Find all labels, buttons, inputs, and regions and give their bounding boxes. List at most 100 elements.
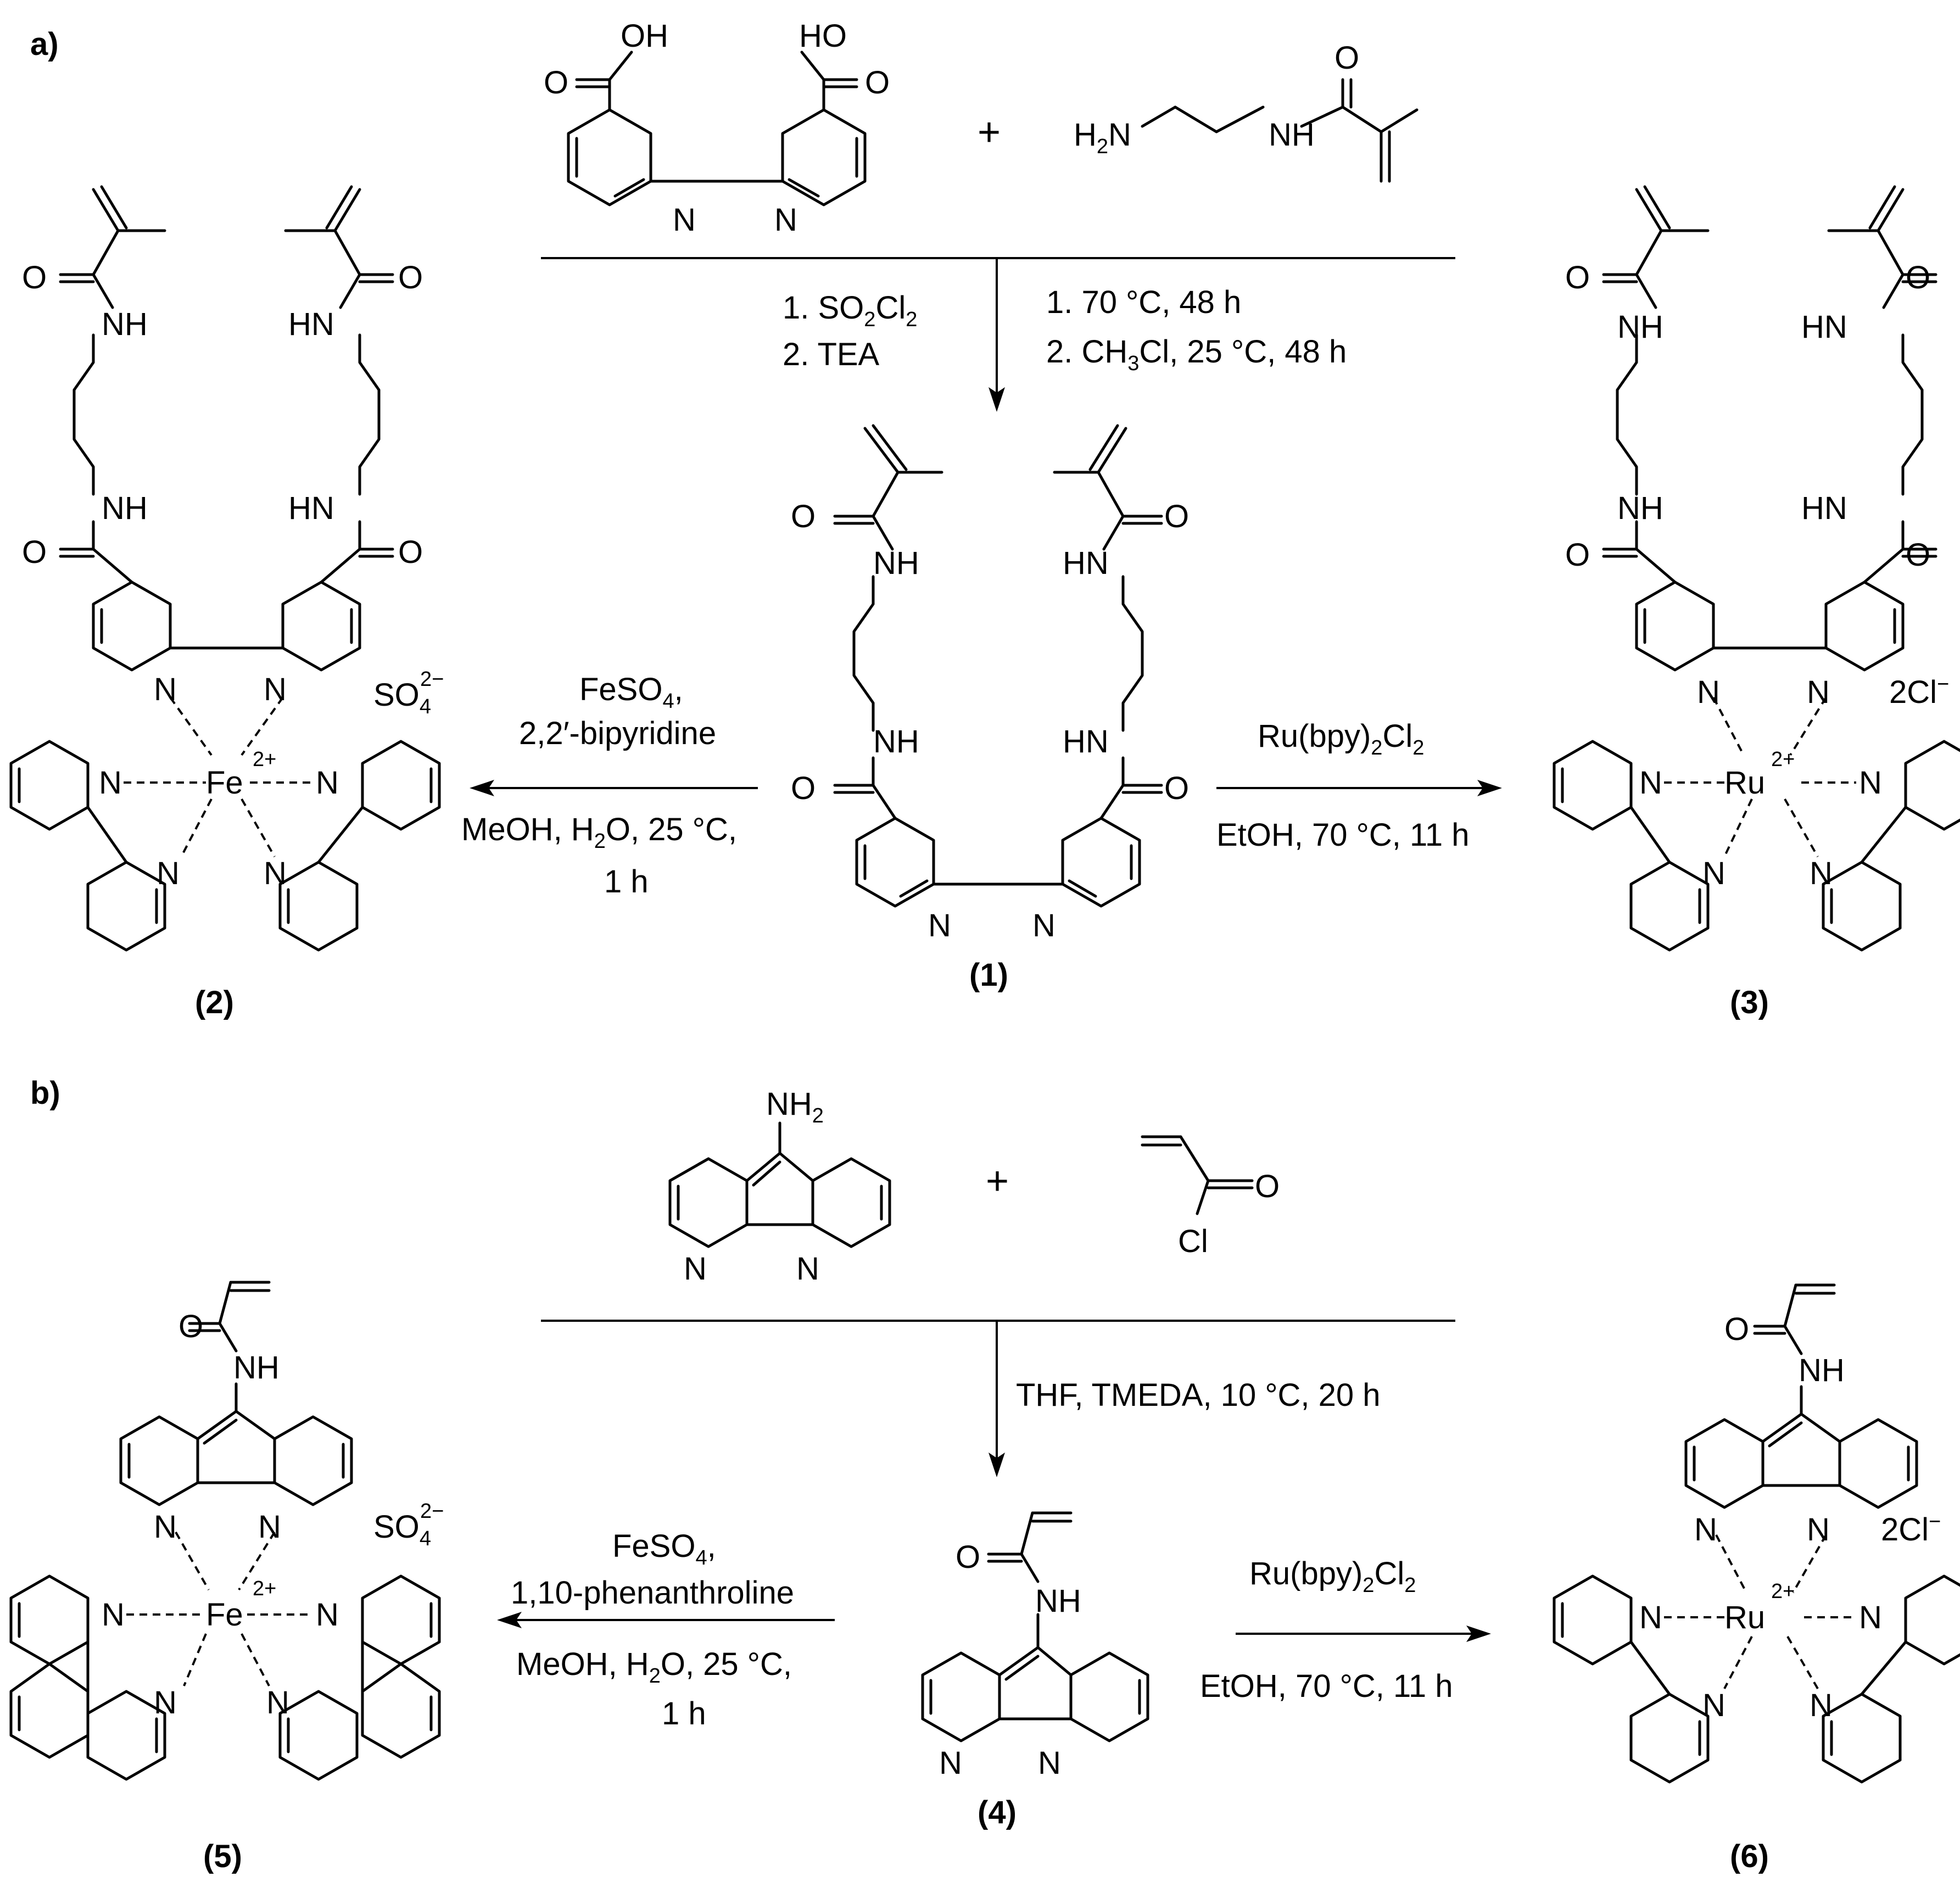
counter-ion-sulfate: SO42− <box>373 668 444 718</box>
condition-text: 1 h <box>662 1696 706 1731</box>
atom-label: N <box>154 1509 177 1545</box>
atom-label: HO <box>799 18 847 54</box>
atom-label: O <box>1164 499 1189 534</box>
atom-label: O <box>1255 1169 1280 1204</box>
atom-label: O <box>1565 537 1590 573</box>
arrowhead <box>497 1612 522 1628</box>
condition-text: MeOH, H2O, 25 °C, <box>461 812 737 853</box>
atom-label: N <box>1697 674 1720 710</box>
metal-charge: 2+ <box>1771 1580 1795 1603</box>
atom-label: O <box>1906 260 1930 295</box>
atom-label: HN <box>1801 490 1847 526</box>
atom-label: O <box>956 1539 980 1575</box>
atom-label: OH <box>621 18 668 54</box>
atom-label: N <box>673 202 696 238</box>
iron-center: Fe <box>206 1597 243 1633</box>
counter-ion-sulfate: SO42− <box>373 1500 444 1550</box>
atom-label: N <box>316 765 339 801</box>
bipyridine-dicarboxylic-acid <box>567 51 867 206</box>
atom-label: NH <box>102 306 148 342</box>
atom-label: O <box>791 770 816 806</box>
atom-label: O <box>1906 537 1930 573</box>
arrowhead <box>1477 780 1502 796</box>
atom-label: O <box>178 1309 203 1344</box>
atom-label: N <box>1038 1745 1061 1781</box>
atom-label: N <box>1694 1512 1717 1548</box>
compound-number-5: (5) <box>203 1839 242 1874</box>
atom-label: N <box>99 765 122 801</box>
atom-label: O <box>1724 1311 1749 1347</box>
compound-6-structure <box>1553 1283 1960 1784</box>
atom-label: HN <box>1063 724 1109 759</box>
plus-sign: + <box>978 110 1001 154</box>
panel-label-b: b) <box>30 1075 60 1111</box>
arrowhead <box>989 1453 1005 1477</box>
atom-label: N <box>154 1685 177 1721</box>
atom-label: N <box>1702 856 1726 891</box>
condition-text: 1,10-phenanthroline <box>511 1575 794 1611</box>
panel-label-a: a) <box>30 26 59 62</box>
atom-label: N <box>264 672 287 707</box>
atom-label: N <box>1807 1512 1830 1548</box>
condition-text: FeSO4, <box>579 672 683 713</box>
compound-number-1: (1) <box>969 957 1008 993</box>
atom-label: NH <box>233 1350 280 1386</box>
compound-number-2: (2) <box>195 985 234 1020</box>
atom-label: H2N <box>1074 117 1131 158</box>
atom-label: O <box>1334 40 1359 76</box>
atom-label: N <box>154 672 177 707</box>
atom-label: NH <box>1617 490 1663 526</box>
atom-label: HN <box>288 490 334 526</box>
compound-number-6: (6) <box>1730 1839 1769 1874</box>
atom-label: Cl <box>1178 1224 1208 1259</box>
atom-label: NH <box>102 490 148 526</box>
condition-text: 2,2′-bipyridine <box>519 716 716 751</box>
atom-label: O <box>1164 770 1189 806</box>
condition-text: MeOH, H2O, 25 °C, <box>516 1646 792 1688</box>
atom-label: N <box>1702 1688 1726 1723</box>
atom-label: N <box>1032 908 1056 943</box>
iron-center: Fe <box>206 765 243 801</box>
atom-label: NH <box>1617 309 1663 345</box>
condition-text: THF, TMEDA, 10 °C, 20 h <box>1016 1377 1381 1413</box>
condition-text: FeSO4, <box>612 1528 716 1569</box>
compound-number-4: (4) <box>978 1795 1017 1830</box>
atom-label: N <box>796 1251 819 1287</box>
atom-label: O <box>398 534 423 570</box>
atom-label: N <box>157 856 180 891</box>
atom-label: O <box>865 65 890 100</box>
atom-label: O <box>544 65 568 100</box>
atom-label: NH <box>1035 1583 1081 1619</box>
atom-label: NH2 <box>766 1086 824 1127</box>
atom-label: N <box>1859 765 1882 801</box>
ruthenium-center: Ru <box>1724 1600 1765 1635</box>
atom-label: N <box>928 908 951 943</box>
atom-label: N <box>1639 765 1662 801</box>
metal-charge: 2+ <box>253 748 276 771</box>
aminophenanthroline <box>668 1121 891 1248</box>
aminopropyl-methacrylamide <box>1141 78 1419 183</box>
atom-label: N <box>774 202 797 238</box>
arrowhead <box>1466 1626 1491 1642</box>
atom-label: O <box>1565 260 1590 295</box>
condition-text: 1. SO2Cl2 <box>783 290 917 331</box>
atom-label: N <box>939 1745 962 1781</box>
atom-label: NH <box>873 545 919 581</box>
atom-label: N <box>102 1597 125 1633</box>
atom-label: O <box>22 534 47 570</box>
compound-2-structure <box>9 185 441 952</box>
condition-text: EtOH, 70 °C, 11 h <box>1216 817 1470 853</box>
arrowhead <box>989 387 1005 412</box>
atom-label: N <box>258 1509 281 1545</box>
atom-label: HN <box>1801 309 1847 345</box>
condition-text: 1 h <box>604 864 649 900</box>
condition-text: Ru(bpy)2Cl2 <box>1249 1556 1416 1597</box>
atom-label: N <box>266 1685 289 1721</box>
atom-label: N <box>1810 1688 1833 1723</box>
atom-label: N <box>1859 1600 1882 1635</box>
condition-text: Ru(bpy)2Cl2 <box>1258 718 1424 759</box>
atom-label: N <box>1810 856 1833 891</box>
plus-sign: + <box>986 1159 1009 1203</box>
atom-label: O <box>398 260 423 295</box>
